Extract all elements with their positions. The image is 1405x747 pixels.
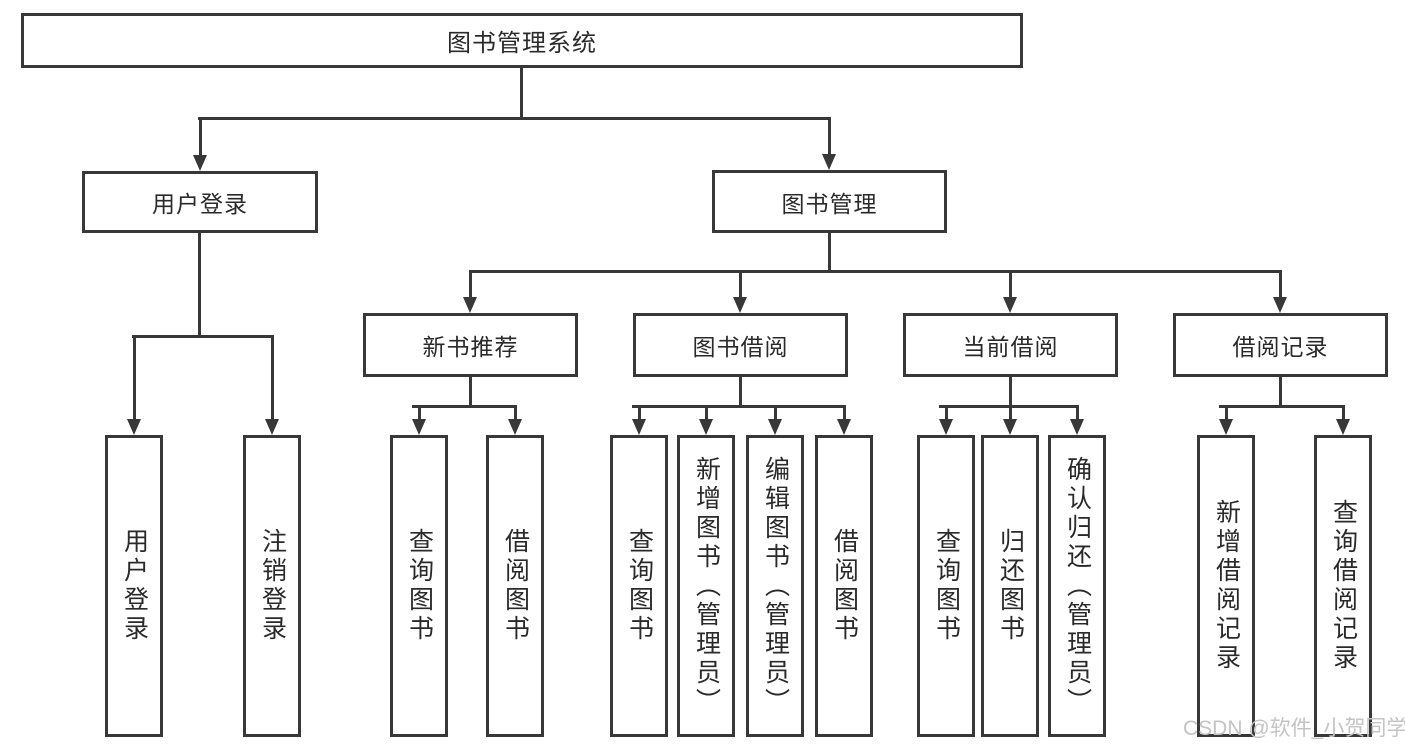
arrow-current-confirm [1070, 405, 1084, 435]
leaf-records-add-record: 新增借阅记录 [1197, 435, 1255, 737]
csdn-watermark: CSDN @软件_小贺同学 [1183, 717, 1405, 740]
connector-root-bus [198, 117, 831, 120]
node-user-login: 用户登录 [82, 171, 318, 233]
connector-new-book-stem [469, 377, 472, 405]
connector-borrowing-bus [632, 405, 845, 408]
node-new-book-recommend: 新书推荐 [363, 313, 578, 377]
connector-new-book-bus [412, 405, 516, 408]
leaf-borrowing-query-books-label: 查询图书 [625, 528, 654, 644]
node-borrowing-records-label: 借阅记录 [1232, 334, 1329, 360]
leaf-records-query-record: 查询借阅记录 [1314, 435, 1372, 737]
leaf-newbook-borrow-books-label: 借阅图书 [501, 528, 530, 644]
connector-book-management-stem [828, 233, 831, 270]
leaf-current-confirm-return-admin: 确认归还（管理员） [1048, 435, 1106, 737]
leaf-current-return-books-label: 归还图书 [996, 528, 1025, 644]
arrow-to-book-borrowing [733, 270, 747, 313]
node-borrowing-records: 借阅记录 [1173, 313, 1388, 377]
leaf-records-add-record-label: 新增借阅记录 [1212, 499, 1241, 673]
arrow-current-query [939, 405, 953, 435]
leaf-borrowing-edit-books-admin-label: 编辑图书（管理员） [761, 455, 790, 717]
arrow-newbook-borrow [508, 405, 522, 435]
leaf-current-query-books: 查询图书 [917, 435, 975, 737]
arrow-to-new-book-recommend [463, 270, 477, 313]
arrow-to-current-borrowing [1003, 270, 1017, 313]
arrow-borrowing-borrow [837, 405, 851, 435]
leaf-current-query-books-label: 查询图书 [932, 528, 961, 644]
leaf-user-login-label: 用户登录 [120, 528, 149, 644]
connector-book-management-bus [469, 270, 1282, 273]
connector-root-stem [520, 68, 523, 117]
arrow-records-query [1336, 405, 1350, 435]
connector-records-stem [1279, 377, 1282, 405]
leaf-newbook-borrow-books: 借阅图书 [486, 435, 544, 737]
node-book-management: 图书管理 [712, 170, 947, 233]
arrow-to-leaf-login [127, 335, 141, 435]
arrow-records-add [1219, 405, 1233, 435]
connector-records-bus [1219, 405, 1345, 408]
leaf-borrowing-borrow-books-label: 借阅图书 [830, 528, 859, 644]
leaf-current-return-books: 归还图书 [981, 435, 1039, 737]
connector-user-login-bus [132, 335, 274, 338]
leaf-borrowing-query-books: 查询图书 [610, 435, 668, 737]
leaf-borrowing-add-books-admin-label: 新增图书（管理员） [692, 455, 721, 717]
connector-borrowing-stem [739, 377, 742, 405]
leaf-logout-label: 注销登录 [258, 528, 287, 644]
node-library-system-label: 图书管理系统 [447, 30, 597, 57]
leaf-newbook-query-books-label: 查询图书 [405, 528, 434, 644]
node-book-borrowing: 图书借阅 [633, 313, 848, 377]
node-user-login-label: 用户登录 [152, 191, 248, 217]
connector-user-login-stem [198, 233, 201, 335]
leaf-borrowing-add-books-admin: 新增图书（管理员） [677, 435, 735, 737]
leaf-logout: 注销登录 [243, 435, 301, 737]
node-current-borrowing: 当前借阅 [903, 313, 1118, 377]
arrow-current-return [1003, 405, 1017, 435]
node-current-borrowing-label: 当前借阅 [962, 334, 1059, 360]
arrow-newbook-query [412, 405, 426, 435]
leaf-borrowing-edit-books-admin: 编辑图书（管理员） [746, 435, 804, 737]
arrow-borrowing-add [699, 405, 713, 435]
arrow-borrowing-edit [768, 405, 782, 435]
leaf-user-login: 用户登录 [105, 435, 163, 737]
arrow-to-leaf-logout [265, 335, 279, 435]
node-book-borrowing-label: 图书借阅 [692, 334, 789, 360]
leaf-current-confirm-return-admin-label: 确认归还（管理员） [1063, 455, 1092, 717]
arrow-borrowing-query [632, 405, 646, 435]
node-book-management-label: 图书管理 [781, 190, 878, 217]
node-new-book-recommend-label: 新书推荐 [422, 334, 519, 360]
leaf-borrowing-borrow-books: 借阅图书 [815, 435, 873, 737]
leaf-newbook-query-books: 查询图书 [390, 435, 448, 737]
connector-current-stem [1009, 377, 1012, 405]
leaf-records-query-record-label: 查询借阅记录 [1329, 499, 1358, 673]
node-library-system: 图书管理系统 [21, 13, 1023, 68]
arrow-to-book-management [822, 117, 836, 170]
arrow-to-borrowing-records [1273, 270, 1287, 313]
arrow-to-user-login [193, 117, 207, 171]
